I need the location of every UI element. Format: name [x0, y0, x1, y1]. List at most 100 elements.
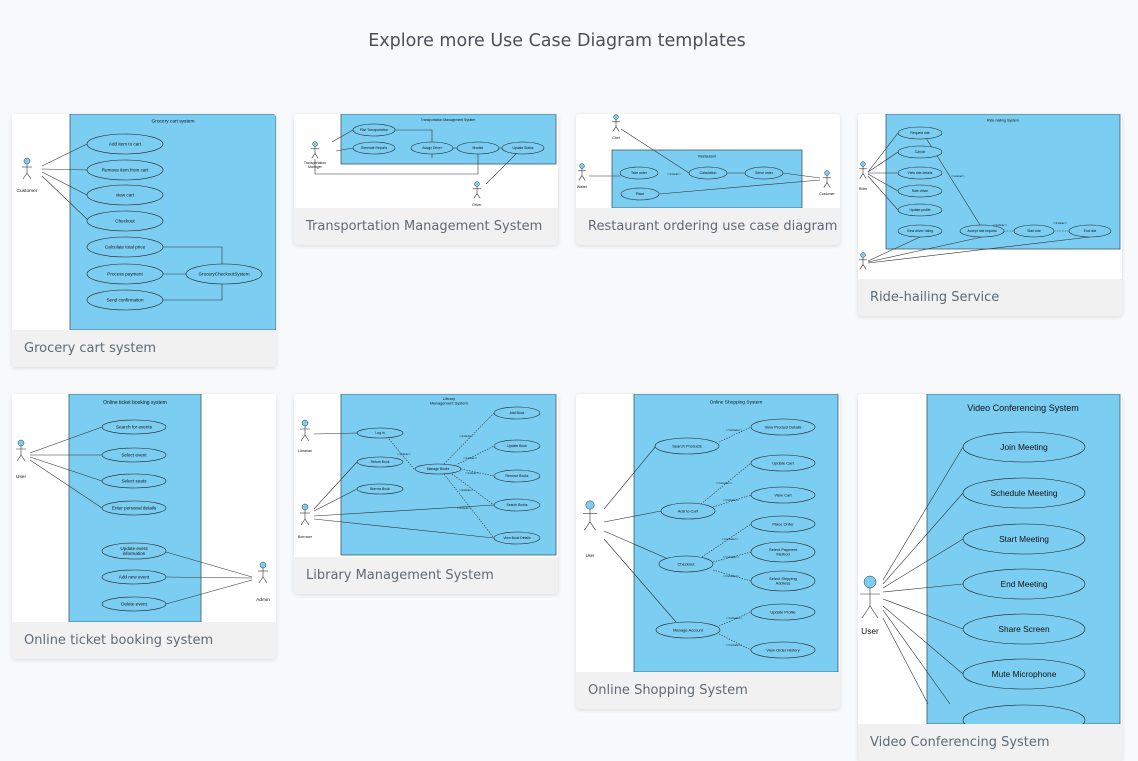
association-line: [882, 538, 964, 589]
association-line: [867, 236, 983, 263]
association-line: [313, 432, 358, 435]
relation-label: <<include>>: [726, 616, 743, 620]
actor-icon: [300, 419, 310, 442]
association-line: [882, 598, 964, 630]
system-title: Video Conferencing System: [967, 403, 1078, 413]
relation-label: <<include>>: [463, 456, 478, 460]
use-case-label: Send confirmation: [106, 298, 143, 303]
association-line: [867, 173, 899, 192]
association-line: [867, 132, 899, 173]
use-case-label: Enter personal details: [112, 506, 157, 511]
actor-icon: [473, 181, 481, 199]
use-case-label: Select seats: [121, 479, 147, 484]
actor-icon: [823, 170, 831, 188]
actor-label: Librarian: [298, 449, 312, 453]
relation-label: <<include>>: [457, 506, 472, 510]
use-case-ellipse: [660, 502, 716, 520]
template-caption[interactable]: Library Management System: [306, 568, 494, 583]
use-case-label: View Order History: [766, 647, 800, 652]
use-case-label: Mute Microphone: [992, 669, 1057, 679]
association-line: [882, 605, 964, 675]
template-caption[interactable]: Restaurant ordering use case diagram: [588, 219, 838, 234]
use-case-label: Start Meeting: [999, 534, 1049, 544]
use-case-ellipse: [493, 469, 541, 483]
template-caption[interactable]: Online ticket booking system: [24, 633, 214, 648]
dependency-line: [712, 569, 752, 582]
use-case-ellipse: [897, 166, 943, 180]
use-case-label: Monitor: [473, 146, 485, 150]
use-case-ellipse: [959, 224, 1005, 238]
association-line: [165, 579, 253, 605]
actor-icon: [859, 161, 867, 179]
use-case-ellipse: [101, 569, 167, 585]
use-case-ellipse: [101, 447, 167, 463]
relation-label: <<include>>: [667, 172, 682, 176]
association-line: [603, 510, 662, 523]
use-case-ellipse: [501, 141, 545, 155]
use-case-ellipse: [86, 263, 164, 285]
use-case-ellipse: [101, 419, 167, 435]
actor-label: Chef: [612, 136, 620, 140]
use-case-ellipse: [750, 515, 816, 533]
use-case-ellipse: [493, 531, 541, 545]
use-case-ellipse: [962, 568, 1086, 600]
use-case-ellipse: [962, 431, 1086, 463]
system-title: Online Shopping System: [710, 400, 763, 406]
association-line: [41, 143, 88, 167]
actor-icon: [578, 163, 586, 181]
actor-icon: [612, 114, 620, 132]
use-case-label: Place: [636, 192, 645, 196]
use-case-ellipse: [86, 236, 164, 258]
use-case-label: Assign Driver: [422, 146, 443, 150]
relation-label: <<include>>: [993, 223, 1008, 227]
template-caption[interactable]: Grocery cart system: [24, 341, 157, 356]
use-case-label: Rate driver: [912, 189, 929, 193]
relation-label: <<include>>: [459, 488, 474, 492]
association-line: [313, 518, 495, 539]
use-case-label: Accept ride request: [967, 229, 996, 233]
relation-label: <<include>>: [726, 428, 743, 432]
use-case-label: View Cart: [774, 492, 792, 497]
relation-label: <<include>>: [1053, 221, 1068, 225]
use-case-label: Process payment: [107, 272, 143, 277]
template-caption[interactable]: Online Shopping System: [588, 683, 748, 698]
association-line: [867, 236, 921, 262]
use-case-label: Search Books: [506, 503, 527, 507]
use-case-ellipse: [414, 463, 462, 475]
use-case-ellipse: [86, 133, 164, 155]
dependency-line: [443, 473, 495, 539]
system-boundary: [340, 114, 557, 165]
association-line: [313, 461, 358, 510]
template-caption[interactable]: Ride-hailing Service: [870, 290, 1000, 305]
use-case-label: Serve order: [755, 171, 774, 175]
use-case-ellipse: [750, 570, 816, 592]
actor-icon: [22, 157, 32, 180]
use-case-label: Delete event: [121, 602, 148, 607]
actor-icon: [16, 439, 26, 462]
use-case-ellipse: [1068, 224, 1112, 238]
association-line: [782, 172, 821, 179]
actor-label: Admin: [256, 597, 270, 603]
use-case-label: Add to Cart: [678, 508, 699, 513]
association-line: [165, 576, 253, 579]
use-case-label: Update Cart: [772, 460, 794, 465]
template-caption[interactable]: Video Conferencing System: [870, 735, 1050, 750]
actor-label: User: [861, 626, 879, 636]
template-caption[interactable]: Transportation Management System: [306, 219, 543, 234]
